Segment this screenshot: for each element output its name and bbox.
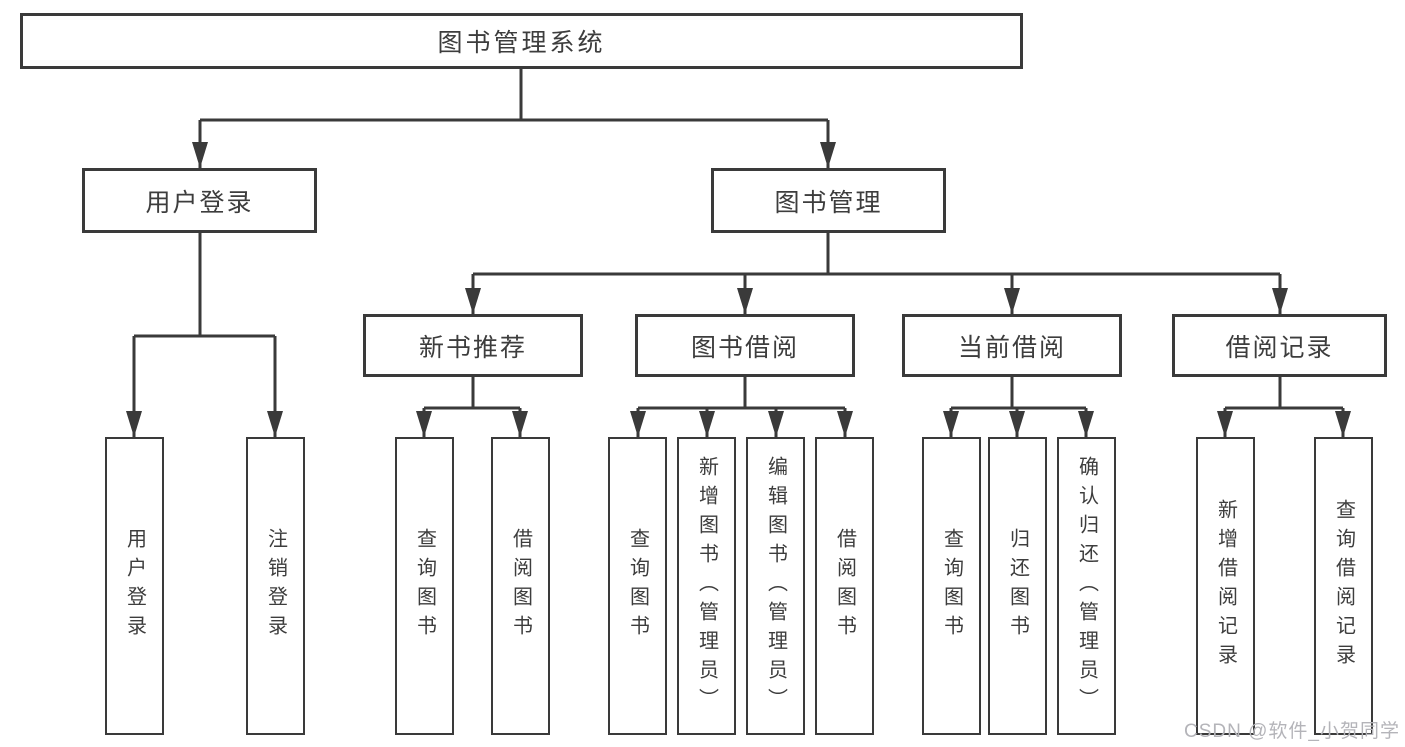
node-root-system-label: 图书管理系统 <box>437 29 606 57</box>
node-leaf-recommend-borrow-books: 借阅图书 <box>491 437 550 735</box>
node-leaf-records-query: 查询借阅记录 <box>1314 437 1373 735</box>
node-leaf-borrowing-add-books: 新增图书（管理员） <box>677 437 736 735</box>
node-leaf-borrowing-add-books-label: 新增图书（管理员） <box>695 455 718 717</box>
node-leaf-user-login-label: 用户登录 <box>123 528 146 644</box>
node-current-borrowing: 当前借阅 <box>902 314 1122 377</box>
node-leaf-borrowing-edit-books-label: 编辑图书（管理员） <box>764 455 787 717</box>
node-book-borrowing: 图书借阅 <box>635 314 855 377</box>
node-leaf-logout-label: 注销登录 <box>264 528 287 644</box>
node-leaf-current-return-books: 归还图书 <box>988 437 1047 735</box>
node-leaf-records-add-label: 新增借阅记录 <box>1214 499 1237 673</box>
node-leaf-recommend-query-books: 查询图书 <box>395 437 454 735</box>
node-leaf-current-query-books: 查询图书 <box>922 437 981 735</box>
node-leaf-records-add: 新增借阅记录 <box>1196 437 1255 735</box>
node-leaf-borrowing-borrow-books: 借阅图书 <box>815 437 874 735</box>
node-new-book-recommend-label: 新书推荐 <box>418 333 527 362</box>
node-leaf-current-return-books-label: 归还图书 <box>1006 528 1029 644</box>
node-leaf-current-confirm-return-label: 确认归还（管理员） <box>1075 455 1098 717</box>
node-user-login-label: 用户登录 <box>145 188 254 217</box>
node-leaf-user-login: 用户登录 <box>105 437 164 735</box>
node-leaf-current-query-books-label: 查询图书 <box>940 528 963 644</box>
node-current-borrowing-label: 当前借阅 <box>957 333 1066 362</box>
node-borrowing-records-label: 借阅记录 <box>1225 333 1334 362</box>
node-leaf-logout: 注销登录 <box>246 437 305 735</box>
node-new-book-recommend: 新书推荐 <box>363 314 583 377</box>
node-leaf-current-confirm-return: 确认归还（管理员） <box>1057 437 1116 735</box>
node-book-borrowing-label: 图书借阅 <box>690 333 799 362</box>
node-leaf-records-query-label: 查询借阅记录 <box>1332 499 1355 673</box>
node-borrowing-records: 借阅记录 <box>1172 314 1387 377</box>
node-leaf-recommend-borrow-books-label: 借阅图书 <box>509 528 532 644</box>
node-root-system: 图书管理系统 <box>20 13 1023 69</box>
node-book-management-label: 图书管理 <box>774 188 883 217</box>
node-leaf-borrowing-edit-books: 编辑图书（管理员） <box>746 437 805 735</box>
node-leaf-borrowing-query-books-label: 查询图书 <box>626 528 649 644</box>
node-leaf-borrowing-borrow-books-label: 借阅图书 <box>833 528 856 644</box>
node-book-management: 图书管理 <box>711 168 946 233</box>
csdn-watermark: CSDN @软件_小贺同学 <box>1184 721 1400 742</box>
node-leaf-borrowing-query-books: 查询图书 <box>608 437 667 735</box>
node-user-login: 用户登录 <box>82 168 317 233</box>
node-leaf-recommend-query-books-label: 查询图书 <box>413 528 436 644</box>
